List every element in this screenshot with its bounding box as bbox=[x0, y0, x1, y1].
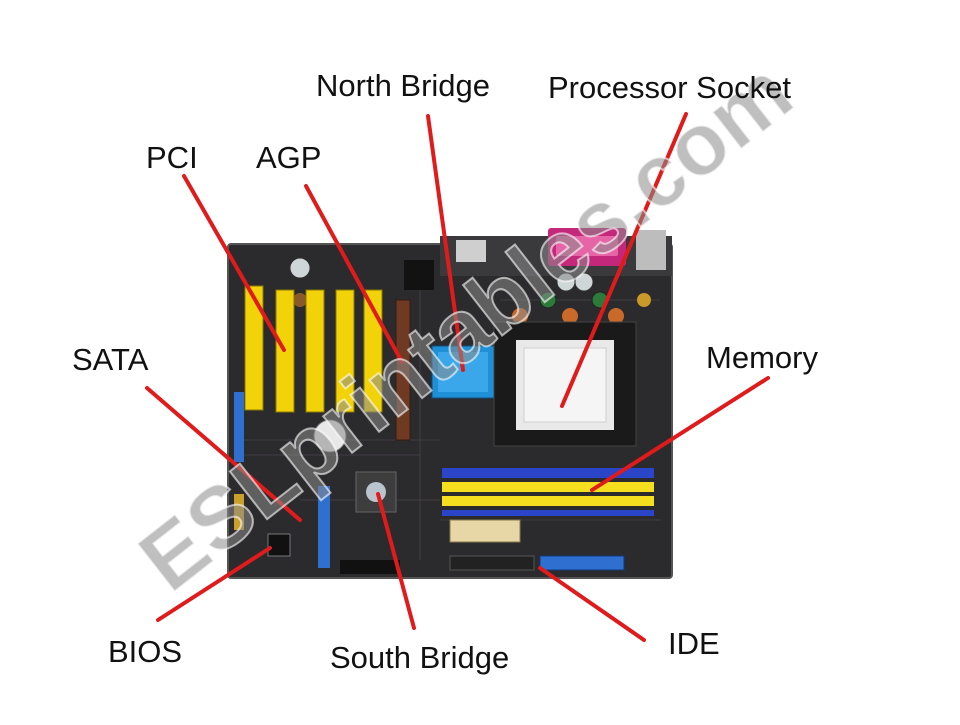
label-pci: PCI bbox=[146, 140, 198, 175]
io-connector bbox=[636, 230, 666, 270]
label-bios: BIOS bbox=[108, 634, 183, 669]
pointer-memory bbox=[590, 376, 770, 492]
ide-connector bbox=[539, 555, 625, 571]
label-ide: IDE bbox=[668, 626, 720, 661]
agp-slot bbox=[395, 299, 411, 441]
label-processor-socket: Processor Socket bbox=[548, 70, 791, 105]
pointer-north-bridge bbox=[426, 114, 465, 372]
sata-connectors bbox=[318, 486, 330, 568]
pointer-ide bbox=[538, 566, 646, 642]
label-sata: SATA bbox=[72, 342, 149, 377]
label-south-bridge: South Bridge bbox=[330, 640, 510, 675]
label-agp: AGP bbox=[256, 140, 322, 175]
label-memory: Memory bbox=[706, 340, 818, 375]
pointer-agp bbox=[304, 184, 404, 364]
pointer-bios bbox=[156, 546, 272, 622]
atx-power-connector bbox=[449, 519, 521, 543]
label-north-bridge: North Bridge bbox=[316, 68, 491, 103]
pointer-sata bbox=[145, 386, 302, 522]
bios-chip bbox=[267, 533, 291, 557]
pointer-processor-socket bbox=[560, 112, 688, 408]
pointer-south-bridge bbox=[376, 492, 416, 630]
pointer-lines bbox=[145, 112, 770, 642]
memory-slots bbox=[442, 468, 654, 516]
pointer-pci bbox=[182, 174, 286, 352]
